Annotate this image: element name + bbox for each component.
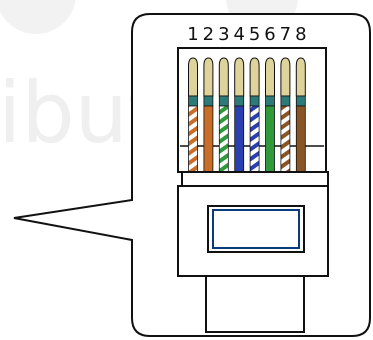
pin-contacts bbox=[188, 57, 306, 107]
wire-2 bbox=[203, 105, 214, 173]
contact-blade-4 bbox=[234, 57, 245, 97]
wire-4 bbox=[234, 105, 245, 173]
contact-blade-8 bbox=[295, 57, 306, 97]
contact-band-3 bbox=[218, 95, 229, 107]
wire-7 bbox=[280, 105, 291, 173]
plug-neck bbox=[181, 171, 329, 187]
contact-band-4 bbox=[234, 95, 245, 107]
wire-strands bbox=[188, 105, 306, 173]
wire-1 bbox=[188, 105, 198, 173]
contact-band-2 bbox=[203, 95, 214, 107]
contact-blade-1 bbox=[188, 57, 198, 97]
pin-number-5: 5 bbox=[249, 24, 260, 45]
contact-blade-7 bbox=[280, 57, 291, 97]
pin-number-1: 1 bbox=[187, 24, 198, 45]
contact-blade-3 bbox=[218, 57, 229, 97]
wire-5 bbox=[249, 105, 260, 173]
pin-number-7: 7 bbox=[280, 24, 291, 45]
pin-number-2: 2 bbox=[203, 24, 214, 45]
contact-blade-6 bbox=[265, 57, 275, 97]
wire-8 bbox=[295, 105, 306, 173]
pin-number-4: 4 bbox=[233, 24, 244, 45]
contact-band-8 bbox=[295, 95, 306, 107]
wire-3 bbox=[218, 105, 229, 173]
latch-inner-frame bbox=[212, 209, 300, 249]
contact-band-1 bbox=[188, 95, 198, 107]
wire-6 bbox=[265, 105, 275, 173]
contact-blade-2 bbox=[203, 57, 214, 97]
contact-blade-5 bbox=[249, 57, 260, 97]
cable-boot bbox=[205, 275, 305, 333]
pin-number-3: 3 bbox=[218, 24, 229, 45]
contact-band-6 bbox=[265, 95, 275, 107]
contact-band-7 bbox=[280, 95, 291, 107]
pin-number-8: 8 bbox=[295, 24, 306, 45]
pin-number-6: 6 bbox=[264, 24, 275, 45]
contact-band-5 bbox=[249, 95, 260, 107]
